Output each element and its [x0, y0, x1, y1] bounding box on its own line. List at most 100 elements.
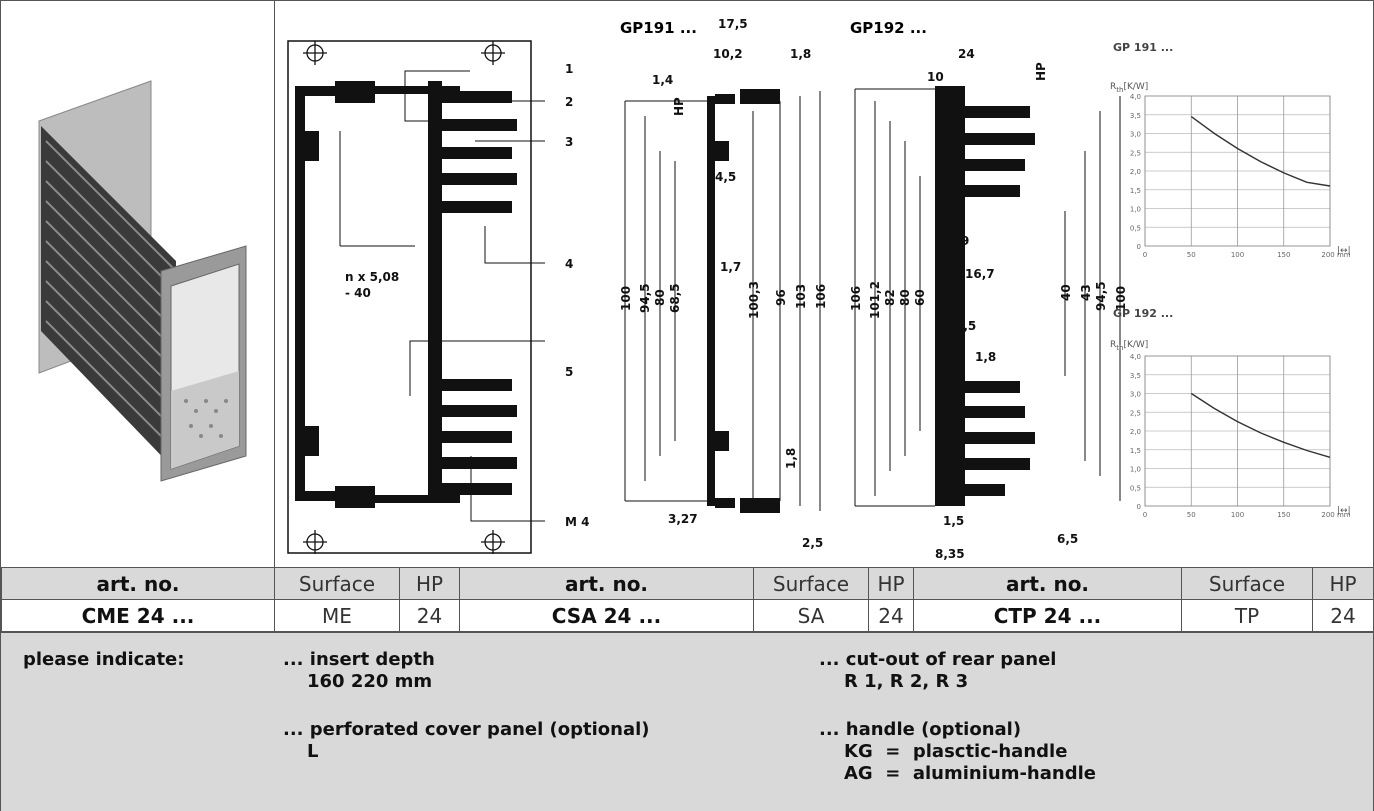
- profile-cross-section: [295, 81, 517, 508]
- gp192-dim-6-5: 6,5: [1057, 532, 1078, 546]
- cell-hp-1: 24: [399, 599, 460, 632]
- callout-lines: [339, 70, 545, 522]
- chart-gp191: GP 191 ... Rth[K/W] 4,0 3,5 3,0 2,5 2,0 1,5 1,…: [1110, 41, 1351, 259]
- header-art-no-3: art. no.: [913, 567, 1182, 600]
- gp192-dim-43: 43: [1079, 284, 1093, 301]
- chart1-ylabel: Rth[K/W]: [1110, 82, 1148, 94]
- gp191-dim-1-8b: 1,8: [784, 448, 798, 469]
- callout-3: 3: [565, 135, 573, 149]
- article-table: art. no. Surface HP art. no. Surface HP …: [1, 567, 1374, 632]
- gp192-dim-1-8: 1,8: [975, 350, 996, 364]
- gp191-dim-1-8a: 1,8: [790, 47, 811, 61]
- y-tick-label: 0,5: [1130, 484, 1141, 492]
- plot-frame: [1144, 355, 1331, 507]
- gp191-title: GP191 ...: [620, 19, 697, 37]
- x-tick-label: 200 mm: [1321, 251, 1350, 259]
- y-tick-label: 2,0: [1130, 428, 1141, 436]
- gp192-hp: HP: [1034, 62, 1048, 81]
- x-tick-label: 150: [1277, 251, 1290, 259]
- header-surface-1: Surface: [274, 567, 400, 600]
- gp191-dim-100: 100: [619, 286, 633, 311]
- perforated-panel-label: ... perforated cover panel (optional): [283, 719, 650, 740]
- gp192-dim-24: 24: [958, 47, 975, 61]
- callout-4: 4: [565, 257, 573, 271]
- cell-art-no-3: CTP 24 ...: [913, 599, 1182, 632]
- cell-hp-2: 24: [868, 599, 914, 632]
- gp192-dim-60: 60: [913, 289, 927, 306]
- gp192-dim-80: 80: [898, 289, 912, 306]
- gp192-dim-4-5: 4,5: [955, 319, 976, 333]
- cell-surface-1: ME: [274, 599, 400, 632]
- callout-1: 1: [565, 62, 573, 76]
- x-tick-label: 50: [1187, 251, 1196, 259]
- gp191-dim-68-5: 68,5: [668, 283, 682, 313]
- chart1-length-symbol: |↔|: [1337, 246, 1351, 256]
- gp192-dim-9: 9: [961, 234, 969, 248]
- gp191-hp: HP: [672, 97, 686, 116]
- gp191-dim-2-5: 2,5: [802, 536, 823, 550]
- x-tick-label: 150: [1277, 511, 1290, 519]
- drawing-area: 1 2 3 4 5 M 4 n x 5,08 - 40 GP191 ...: [1, 1, 1373, 567]
- header-art-no-2: art. no.: [459, 567, 754, 600]
- callout-m4: M 4: [565, 515, 589, 529]
- chart1-title: GP 191 ...: [1113, 41, 1173, 54]
- y-tick-label: 3,5: [1130, 112, 1141, 120]
- insert-depth-value: 160 220 mm: [307, 671, 433, 692]
- y-tick-label: 1,5: [1130, 447, 1141, 455]
- pitch-label-line2: - 40: [345, 286, 371, 300]
- table-row: CME 24 ... ME 24 CSA 24 ... SA 24 CTP 24…: [1, 599, 1374, 632]
- heatsink-housing-image: [38, 80, 247, 482]
- gp192-dim-82: 82: [883, 289, 897, 306]
- chart-gp192: GP 192 ... Rth[K/W] 4,03,53,02,52,01,51,…: [1110, 307, 1351, 519]
- front-panel-outline: [287, 40, 532, 554]
- header-art-no-1: art. no.: [1, 567, 275, 600]
- header-hp-2: HP: [868, 567, 914, 600]
- gp192-title: GP192 ...: [850, 19, 927, 37]
- handle-label: ... handle (optional): [819, 719, 1022, 740]
- y-tick-label: 0: [1137, 503, 1141, 511]
- gp191-dim-106: 106: [814, 284, 828, 309]
- y-tick-label: 3,0: [1130, 131, 1141, 139]
- gp191-profile: [707, 89, 780, 513]
- y-tick-label: 0,5: [1130, 224, 1141, 232]
- x-tick-label: 200 mm: [1321, 511, 1350, 519]
- header-hp-3: HP: [1312, 567, 1374, 600]
- x-tick-label: 0: [1143, 251, 1147, 259]
- ordering-notes: please indicate: ... insert depth 160 22…: [1, 632, 1373, 811]
- y-tick-label: 2,5: [1130, 149, 1141, 157]
- gp191-dimension-lines: [624, 91, 821, 511]
- table-header-row: art. no. Surface HP art. no. Surface HP …: [1, 567, 1374, 600]
- gp191-dim-3-27: 3,27: [668, 512, 698, 526]
- pitch-label-line1: n x 5,08: [345, 270, 399, 284]
- handle-ag: AG = aluminium-handle: [844, 763, 1096, 784]
- chart2-ylabel: Rth[K/W]: [1110, 340, 1148, 352]
- x-tick-label: 0: [1143, 511, 1147, 519]
- gp191-dim-1-7: 1,7: [720, 260, 741, 274]
- gp191-dim-96: 96: [774, 289, 788, 306]
- y-tick-label: 4,0: [1130, 93, 1141, 101]
- plot-frame: [1144, 95, 1331, 247]
- x-tick-label: 100: [1231, 511, 1244, 519]
- header-hp-1: HP: [399, 567, 460, 600]
- y-tick-label: 0: [1137, 243, 1141, 251]
- series-line: [1190, 116, 1331, 187]
- product-photo: [1, 1, 275, 567]
- cell-art-no-1: CME 24 ...: [1, 599, 275, 632]
- cell-hp-3: 24: [1312, 599, 1374, 632]
- gp192-dim-1-5: 1,5: [943, 514, 964, 528]
- cell-surface-2: SA: [753, 599, 869, 632]
- y-tick-label: 3,5: [1130, 372, 1141, 380]
- gp192-dimension-lines: [854, 88, 1121, 507]
- gp191-dim-1-4: 1,4: [652, 73, 673, 87]
- y-tick-label: 1,5: [1130, 187, 1141, 195]
- y-tick-label: 3,0: [1130, 391, 1141, 399]
- cutout-value: R 1, R 2, R 3: [844, 671, 969, 692]
- chart2-length-symbol: |↔|: [1337, 506, 1351, 516]
- callout-2: 2: [565, 95, 573, 109]
- y-tick-label: 1,0: [1130, 206, 1141, 214]
- chart2-title: GP 192 ...: [1113, 307, 1173, 320]
- gp191-dim-94-5: 94,5: [638, 283, 652, 313]
- y-tick-label: 2,0: [1130, 168, 1141, 176]
